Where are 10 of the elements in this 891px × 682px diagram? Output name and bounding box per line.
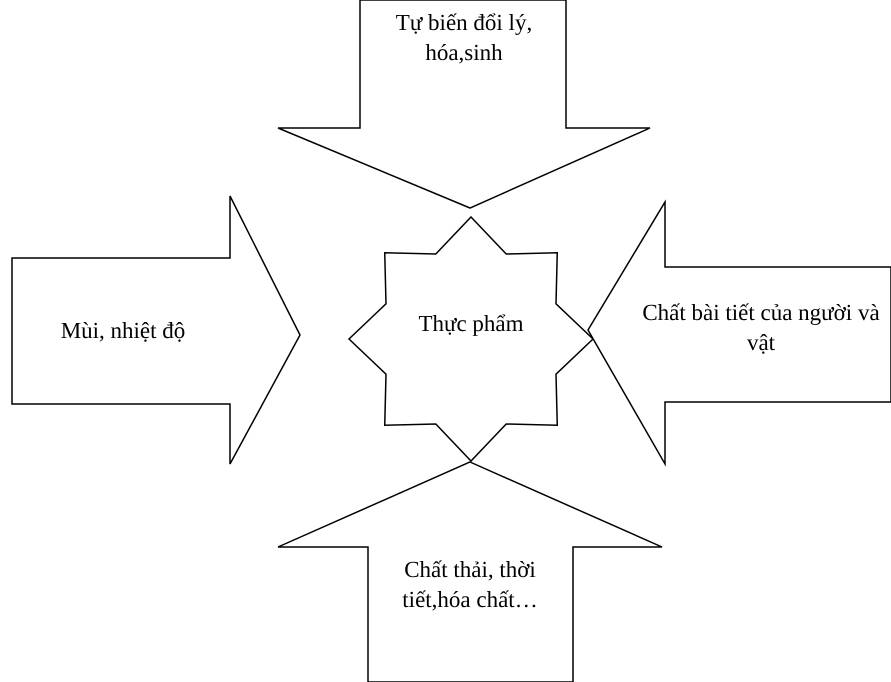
arrow-label: Mùi, nhiệt độ [60, 317, 186, 345]
arrow-label: Chất bài tiết của người và vật [641, 299, 881, 357]
block-arrow-down [278, 0, 650, 210]
block-arrow-left [586, 200, 891, 466]
arrow-label: Chất thải, thời tiết,hóa chất… [401, 556, 539, 614]
block-arrow-up [276, 460, 664, 682]
star-shape [346, 214, 596, 464]
block-arrow-right [12, 196, 302, 466]
arrow-label: Tự biến đổi lý, hóa,sinh [394, 9, 534, 67]
center-label: Thực phẩm [417, 310, 525, 338]
